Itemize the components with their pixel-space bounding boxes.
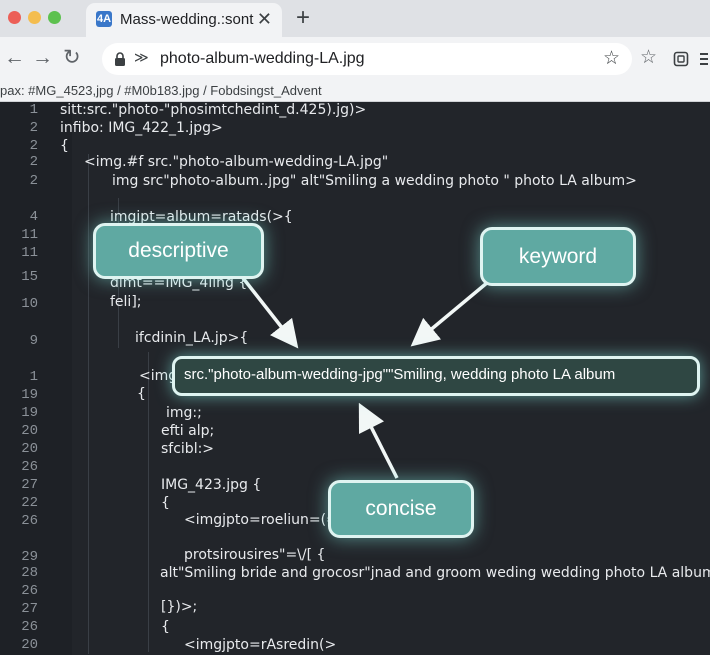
star-icon[interactable]: ☆ <box>602 48 620 69</box>
code-line: <img <box>139 368 178 384</box>
code-line: dimt==IMG_4iing { <box>110 275 248 291</box>
line-number: 11 <box>21 245 38 261</box>
line-number: 2 <box>29 173 38 189</box>
line-number: 15 <box>21 269 38 285</box>
line-number: 20 <box>21 637 38 653</box>
browser-toolbar: ← → ↻ ≫ photo-album-wedding-LA.jpg ☆ ☆ <box>0 37 710 81</box>
line-number: 11 <box>21 227 38 243</box>
lock-icon <box>115 52 125 66</box>
indent-guide <box>148 352 149 652</box>
line-number: 2 <box>29 138 38 154</box>
line-number: 1 <box>29 369 38 385</box>
indent-guide <box>88 154 89 654</box>
descriptive-label: descriptive <box>128 239 229 262</box>
line-number: 26 <box>21 583 38 599</box>
code-line: ifcdinin_LA.jp>{ <box>135 330 249 346</box>
line-number: 29 <box>21 549 38 565</box>
line-number: 20 <box>21 441 38 457</box>
url-text[interactable]: photo-album-wedding-LA.jpg <box>160 50 365 67</box>
descriptive-callout: descriptive <box>93 223 264 279</box>
new-tab-button[interactable]: + <box>296 4 311 31</box>
code-line: [})>; <box>161 599 198 615</box>
forward-arrow-icon[interactable]: → <box>32 46 53 69</box>
descriptive-arrow <box>241 276 299 349</box>
line-number-gutter <box>0 102 72 655</box>
menu-icon[interactable] <box>700 51 708 67</box>
code-line: sitt:src."photo-"phosimtchedint_d.425).j… <box>60 102 367 118</box>
code-line: IMG_423.jpg { <box>161 477 262 493</box>
code-line: img:; <box>166 405 202 421</box>
line-number: 19 <box>21 405 38 421</box>
code-line: imgipt=album=ratads(>{ <box>110 209 293 225</box>
reload-icon[interactable]: ↻ <box>63 46 81 69</box>
close-window-dot[interactable] <box>8 11 21 24</box>
line-number: 2 <box>29 154 38 170</box>
browser-tab[interactable]: 4A Mass-wedding.:sont ✕ <box>86 3 282 37</box>
code-line: img src"photo-album..jpg" alt"Smiling a … <box>112 173 637 189</box>
line-number: 27 <box>21 601 38 617</box>
code-line: alt"Smiling bride and grocosr"jnad and g… <box>160 565 710 581</box>
minimize-window-dot[interactable] <box>28 11 41 24</box>
code-line: <imgjpto=rAsredin(> <box>184 637 337 653</box>
extension-icon[interactable] <box>673 51 689 67</box>
code-line: { <box>60 138 69 154</box>
line-number: 26 <box>21 513 38 529</box>
tab-close-icon[interactable]: ✕ <box>256 9 272 29</box>
line-number: 26 <box>21 619 38 635</box>
code-line: { <box>137 386 146 402</box>
code-line: <img.#f src."photo-album-wedding-LA.jpg" <box>84 154 389 170</box>
line-number: 2 <box>29 120 38 136</box>
code-line: { <box>161 619 170 635</box>
code-line: { <box>161 495 170 511</box>
line-number: 27 <box>21 477 38 493</box>
window-titlebar: 4A Mass-wedding.:sont ✕ + <box>0 0 710 37</box>
code-line: sfcibl:> <box>161 441 215 457</box>
line-number: 20 <box>21 423 38 439</box>
site-info-icon: ≫ <box>134 49 149 65</box>
code-line: protsirousires"=\/[ { <box>184 547 326 563</box>
address-bar[interactable]: ≫ photo-album-wedding-LA.jpg ☆ <box>102 43 632 75</box>
line-number: 26 <box>21 459 38 475</box>
line-number: 22 <box>21 495 38 511</box>
concise-arrow <box>358 402 399 479</box>
line-number: 4 <box>29 209 38 225</box>
code-line: infibo: IMG_422_1.jpg> <box>60 120 223 136</box>
bookmarks-bar: pax: #MG_4523,jpg / #M0b183.jpg / Fobdsi… <box>0 81 710 102</box>
code-line: feli]; <box>110 294 142 310</box>
highlighted-code-text: src."photo-album-wedding-jpg""Smiling, w… <box>184 366 616 383</box>
highlighted-code-box: src."photo-album-wedding-jpg""Smiling, w… <box>172 356 700 396</box>
concise-callout: concise <box>328 480 474 538</box>
line-number: 19 <box>21 387 38 403</box>
concise-label: concise <box>365 497 437 520</box>
line-number: 9 <box>29 333 38 349</box>
keyword-label: keyword <box>518 245 598 268</box>
code-line: <imgjpto=roeliun=(= <box>184 512 338 528</box>
line-number: 1 <box>29 102 38 118</box>
bookmark-star-icon[interactable]: ☆ <box>640 47 658 68</box>
code-line: efti alp; <box>161 423 215 439</box>
favicon-icon: 4A <box>96 11 112 27</box>
maximize-window-dot[interactable] <box>48 11 61 24</box>
tab-title: Mass-wedding.:sont <box>120 11 254 28</box>
back-arrow-icon[interactable]: ← <box>4 46 25 69</box>
keyword-arrow <box>410 280 490 347</box>
line-number: 10 <box>21 296 38 312</box>
bookmarks-path[interactable]: pax: #MG_4523,jpg / #M0b183.jpg / Fobdsi… <box>0 83 322 98</box>
line-number: 28 <box>21 565 38 581</box>
keyword-callout: keyword <box>480 227 636 286</box>
